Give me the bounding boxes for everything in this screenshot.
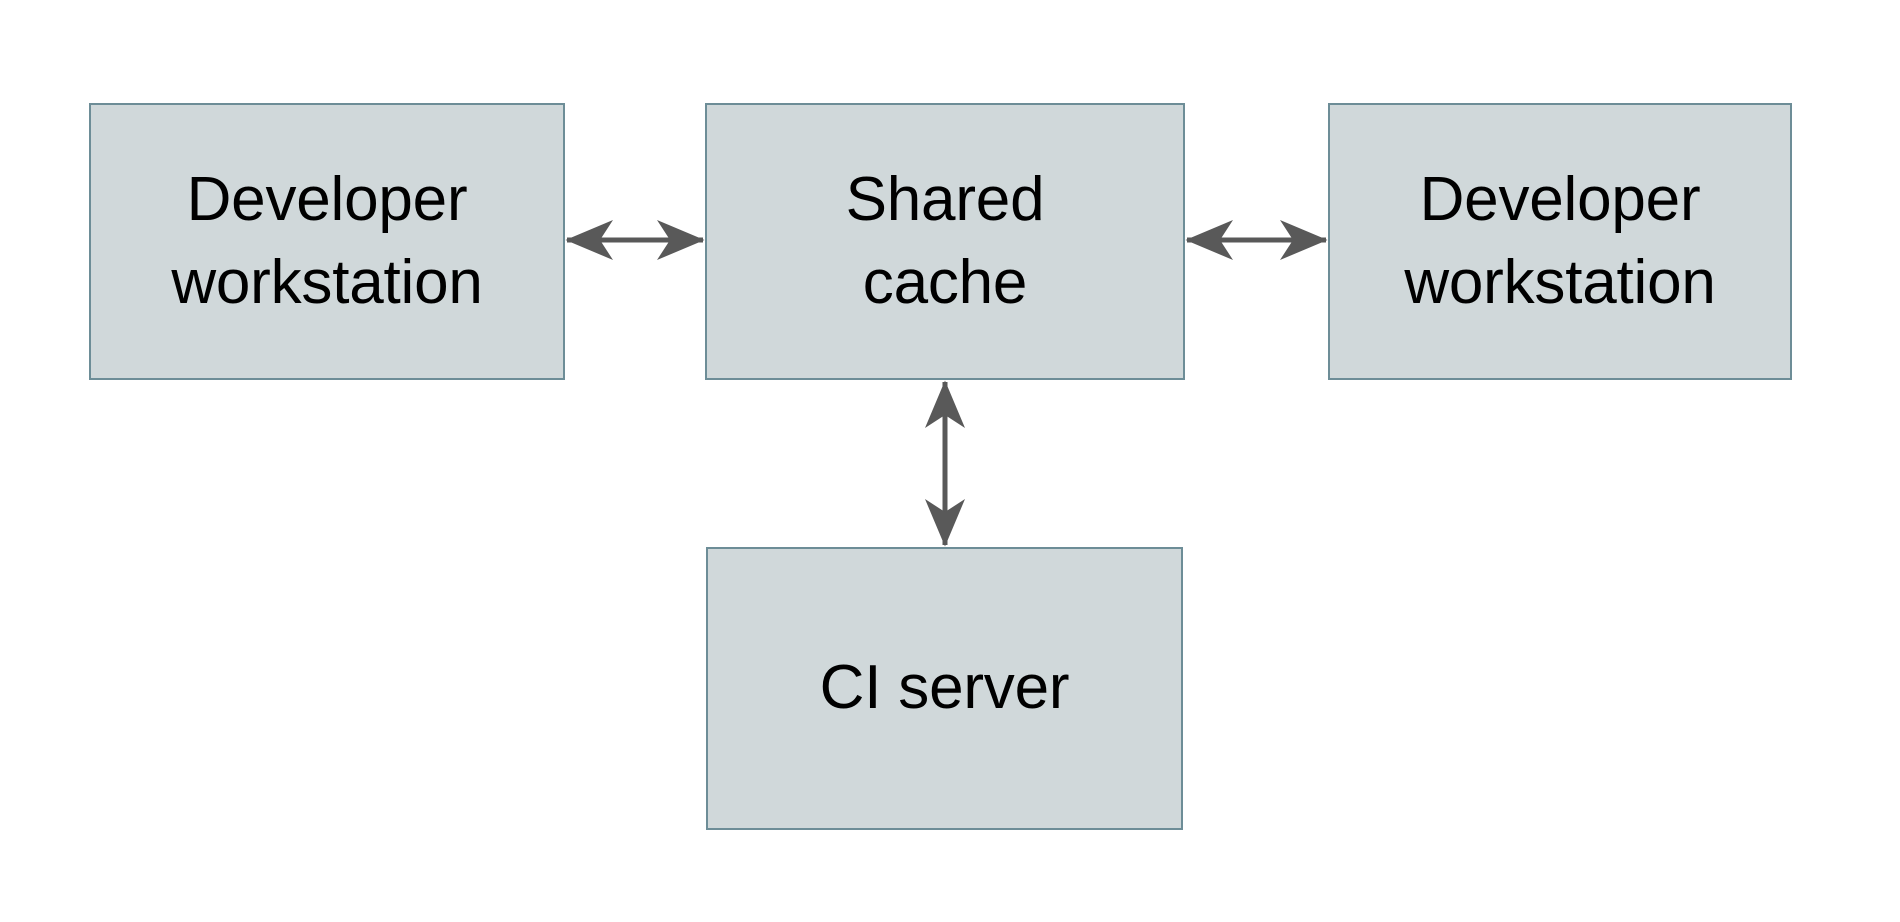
node-developer-workstation-left[interactable]: Developer workstation (89, 103, 565, 380)
node-label: Developer workstation (171, 165, 483, 317)
node-ci-server[interactable]: CI server (706, 547, 1183, 830)
node-label: Shared cache (845, 165, 1045, 317)
node-developer-workstation-right[interactable]: Developer workstation (1328, 103, 1792, 380)
node-shared-cache[interactable]: Shared cache (705, 103, 1185, 380)
node-label: CI server (819, 653, 1070, 723)
node-label: Developer workstation (1404, 165, 1716, 317)
